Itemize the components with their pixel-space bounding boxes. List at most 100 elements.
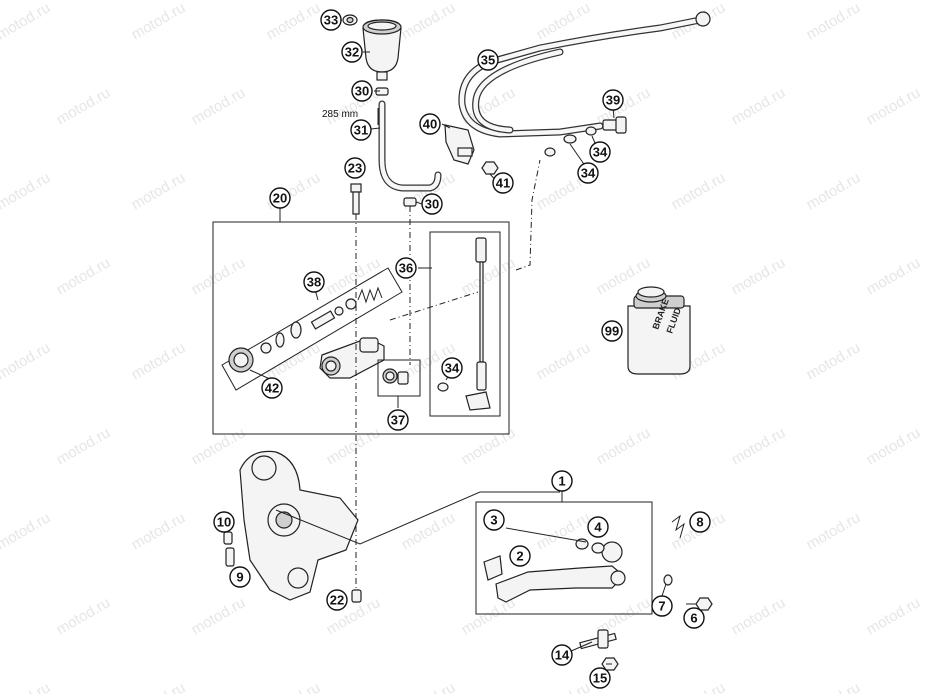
callout-10: 10 [213,511,235,533]
callout-4: 4 [587,516,609,538]
callout-39: 39 [602,89,624,111]
svg-text:30: 30 [425,197,439,212]
callout-7: 7 [651,595,673,617]
watermark-text: motod.ru [594,424,654,468]
svg-text:36: 36 [399,261,413,276]
callout-3: 3 [483,509,505,531]
callout-40: 40 [419,113,441,135]
svg-text:8: 8 [696,515,703,530]
callout-42: 42 [261,377,283,399]
dowel-10-part [223,531,233,545]
callout-9: 9 [229,566,251,588]
watermark-text: motod.ru [864,594,924,638]
master-cylinder-body-part [319,337,385,379]
watermark-text: motod.ru [534,339,594,383]
svg-text:14: 14 [555,648,570,663]
callout-37: 37 [387,409,409,431]
piston-kit-part [228,286,383,373]
svg-text:10: 10 [217,515,231,530]
banjo-bolt-part [602,116,627,134]
svg-text:37: 37 [391,413,405,428]
banjo-washers-part [544,126,597,157]
svg-text:39: 39 [606,93,620,108]
svg-text:23: 23 [348,161,362,176]
pedal-stop-part [483,555,503,581]
callout-14: 14 [551,644,573,666]
reservoir-hose-part [378,100,442,192]
svg-text:41: 41 [496,176,510,191]
svg-text:1: 1 [558,474,565,489]
svg-text:42: 42 [265,381,279,396]
callout-8: 8 [689,511,711,533]
repair-kit-38-frame [221,267,403,391]
pedal-washer-7-part [663,574,673,586]
callout-30-upper: 30 [351,80,373,102]
callout-34-right: 34 [589,141,611,163]
watermark-text: motod.ru [189,594,249,638]
watermark-text: motod.ru [399,679,459,694]
callout-41: 41 [492,172,514,194]
watermark-text: motod.ru [129,509,189,553]
svg-text:9: 9 [236,570,243,585]
nut-41-part [481,161,499,175]
svg-text:99: 99 [605,324,619,339]
watermark-text: motod.ru [54,594,114,638]
watermark-text: motod.ru [129,169,189,213]
watermark-text: motod.ru [264,339,324,383]
master-cylinder-group-frame [212,221,510,435]
callout-99: 99 [601,320,623,342]
push-rod-36-frame [429,231,501,417]
svg-text:2: 2 [516,549,523,564]
pedal-pivot-bolt-part [579,629,617,650]
watermark-text: motod.ru [189,424,249,468]
fluid-reservoir-part [362,19,402,81]
watermark-text: motod.ru [0,679,53,694]
watermark-text: motod.ru [129,679,189,694]
callout-30-lower: 30 [421,193,443,215]
bolt-22-part [351,589,362,603]
watermark-text: motod.ru [0,169,53,213]
reservoir-cap-part [342,14,358,26]
watermark-text: motod.ru [804,0,864,43]
svg-text:34: 34 [593,145,608,160]
svg-text:15: 15 [593,671,607,686]
watermark-text: motod.ru [399,509,459,553]
watermark-text: motod.ru [729,84,789,128]
watermark-text: motod.ru [804,679,864,694]
callout-20: 20 [269,187,291,209]
callout-2: 2 [509,545,531,567]
callout-34-box: 34 [441,357,463,379]
watermark-text: motod.ru [399,0,459,43]
pedal-nut-part [695,597,713,611]
watermark-text: motod.ru [264,0,324,43]
watermark-text: motod.ru [669,679,729,694]
callout-6: 6 [683,607,705,629]
engine-case-part [239,450,359,601]
svg-text:31: 31 [354,123,368,138]
watermark-text: motod.ru [264,679,324,694]
svg-text:3: 3 [490,513,497,528]
watermark-text: motod.ru [189,254,249,298]
callout-15: 15 [589,667,611,689]
svg-text:32: 32 [345,45,359,60]
watermark-text: motod.ru [189,84,249,128]
brake-line-part [458,11,711,138]
brake-fluid-bottle-part: BRAKE FLUID [627,286,691,375]
callout-1: 1 [551,470,573,492]
callout-32: 32 [341,41,363,63]
watermark-text: motod.ru [804,509,864,553]
svg-text:4: 4 [594,520,602,535]
watermark-text: motod.ru [54,84,114,128]
bolt-23-part [350,183,362,215]
watermark-text: motod.ru [864,84,924,128]
svg-text:34: 34 [445,361,460,376]
svg-text:20: 20 [273,191,287,206]
watermark-text: motod.ru [804,169,864,213]
return-spring-part [671,514,685,539]
watermark-text: motod.ru [729,594,789,638]
callout-38: 38 [303,271,325,293]
watermark-text: motod.ru [534,679,594,694]
washer-34-inside-part [437,382,449,392]
brake-pedal-part [495,541,626,603]
svg-text:35: 35 [481,53,495,68]
